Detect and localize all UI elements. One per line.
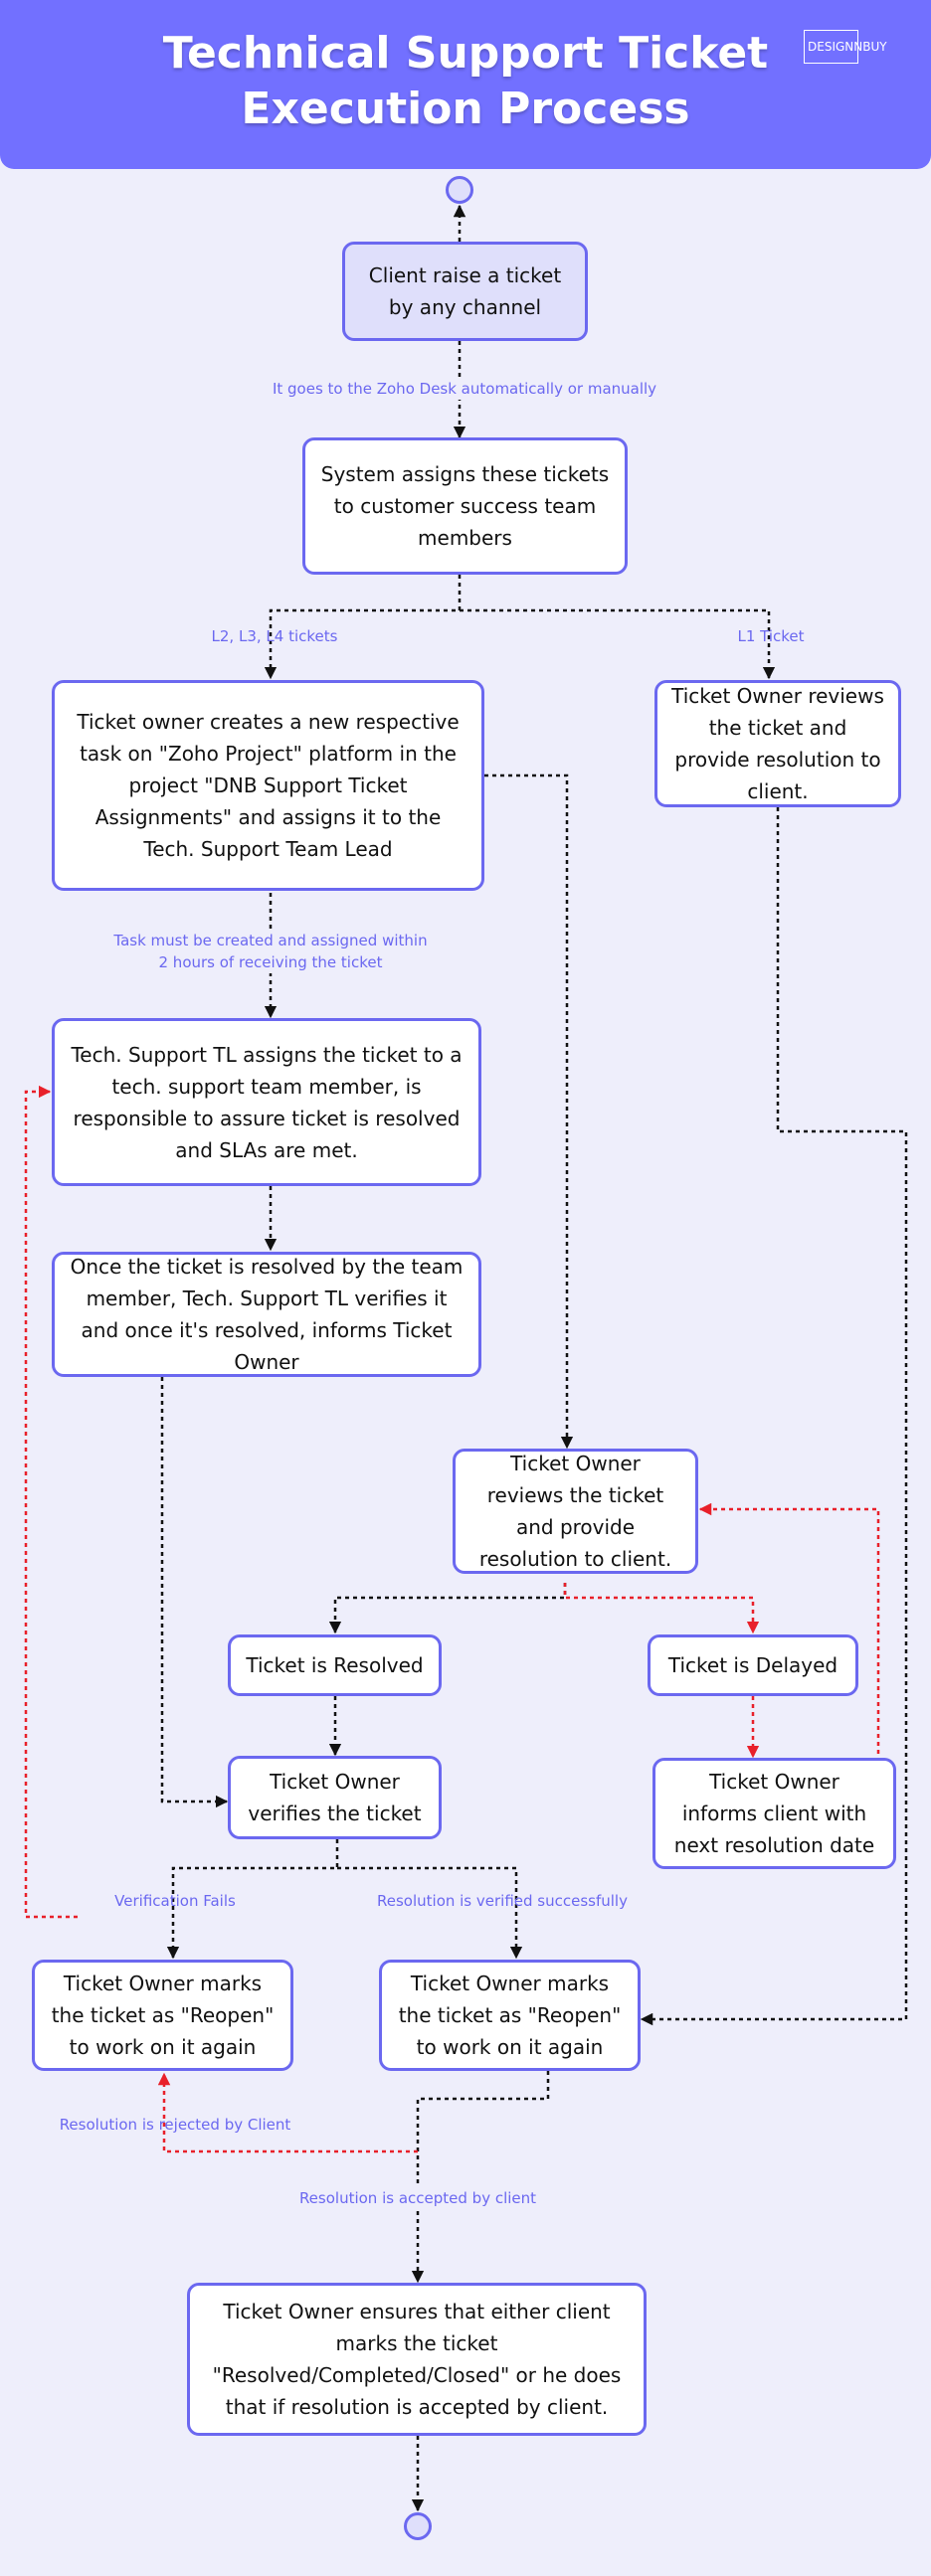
arrow-system-to-create-task [264,575,462,680]
tl-assigns-node: Tech. Support TL assigns the ticket to a… [52,1018,481,1186]
final-ensure-closed-node: Ticket Owner ensures that either client … [187,2283,647,2436]
reopen-right-node: Ticket Owner marks the ticket as "Reopen… [379,1960,641,2071]
title-line-1: Technical Support Ticket [162,28,769,79]
label-l2-l4-tickets: L2, L3, L4 tickets [211,627,338,645]
tl-verifies-node: Once the ticket is resolved by the team … [52,1252,481,1377]
reopen-left-node: Ticket Owner marks the ticket as "Reopen… [32,1960,293,2071]
start-terminal [446,176,473,204]
arrow-tl-verifies-to-owner-verifies [160,1377,229,1808]
arrow-reopen-left-to-tl [24,1085,78,1919]
system-assigns-node: System assigns these tickets to customer… [302,437,628,575]
title-line-2: Execution Process [241,84,690,134]
client-raise-ticket-node: Client raise a ticket by any channel [342,242,588,341]
owner-verifies-node: Ticket Owner verifies the ticket [228,1756,442,1839]
arrow-l1-to-reopen-right [640,807,908,2026]
arrow-reopen-right-to-final [411,2071,550,2284]
arrow-inform-to-owner-review [698,1502,880,1754]
label-rejected-by-client: Resolution is rejected by Client [59,2116,291,2134]
label-verified-successfully: Resolution is verified successfully [377,1892,628,1910]
ticket-delayed-node: Ticket is Delayed [648,1634,858,1696]
header-banner: Technical Support Ticket Execution Proce… [0,0,931,169]
end-terminal [404,2512,432,2540]
owner-review-node: Ticket Owner reviews the ticket and prov… [453,1449,698,1574]
label-verification-fails: Verification Fails [114,1892,236,1910]
arrow-owner-review-to-delayed [563,1583,760,1634]
arrow-owner-verifies-to-reopen-right [337,1866,523,1960]
label-accepted-by-client: Resolution is accepted by client [279,2187,557,2209]
create-zoho-task-node: Ticket owner creates a new respective ta… [52,680,484,891]
label-l1-ticket: L1 Ticket [737,627,805,645]
l1-owner-review-node: Ticket Owner reviews the ticket and prov… [654,680,901,807]
ticket-resolved-node: Ticket is Resolved [228,1634,442,1696]
arrow-create-to-owner-review [484,773,574,1450]
inform-client-node: Ticket Owner informs client with next re… [652,1758,896,1869]
label-task-deadline-2: 2 hours of receiving the ticket [62,951,479,973]
arrow-owner-review-to-resolved [328,1583,567,1634]
page-title: Technical Support Ticket Execution Proce… [0,26,931,137]
arrow-rejected-to-reopen-left [157,2072,418,2153]
label-task-deadline-1: Task must be created and assigned within [62,930,479,951]
label-zoho-desk: It goes to the Zoho Desk automatically o… [231,378,698,400]
